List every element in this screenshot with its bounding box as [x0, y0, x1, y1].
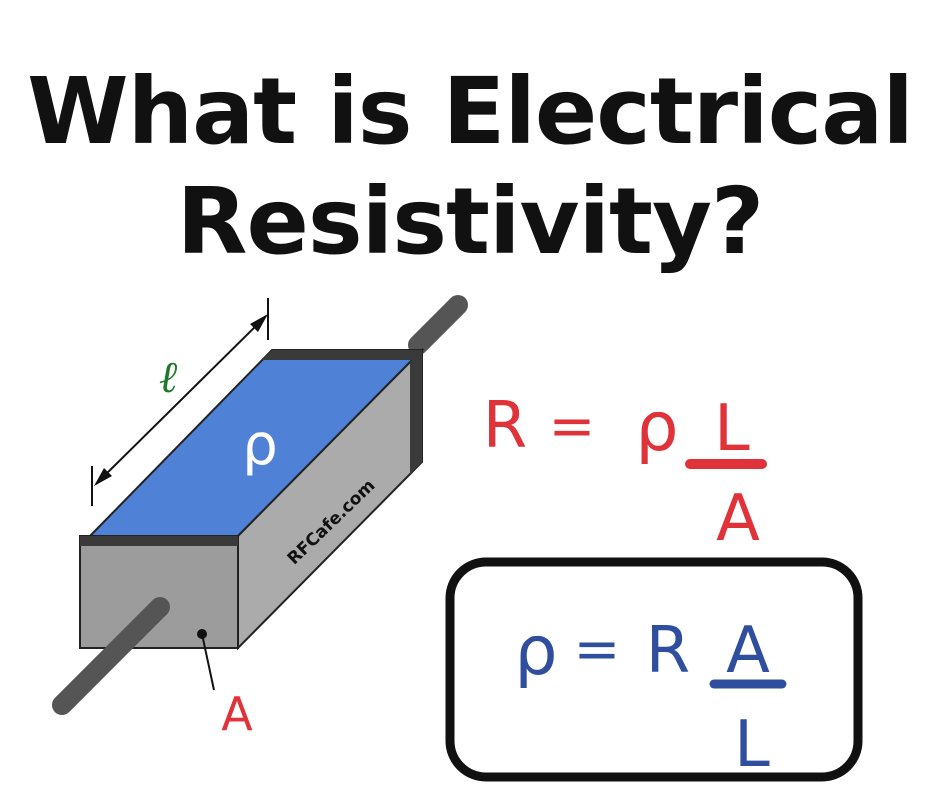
formula-r-numerator: L — [714, 392, 750, 466]
formula-r-rho: ρ — [635, 388, 678, 467]
area-label: A — [221, 687, 253, 741]
page-title-line-2: Resistivity? — [176, 168, 765, 275]
bar-end-band — [410, 350, 422, 474]
bar-top-end-band — [262, 350, 422, 360]
formula-r-equals: = — [549, 394, 596, 459]
formula-r-lhs: R — [483, 389, 527, 463]
rod-front — [52, 597, 170, 715]
formula-rho-equals: = — [574, 617, 621, 682]
length-arrow-top — [250, 314, 268, 332]
rho-label: ρ — [242, 413, 278, 478]
formula-rho-numerator: A — [726, 614, 770, 688]
formula-rho-denominator: L — [734, 708, 770, 782]
length-arrow-bottom — [94, 468, 112, 486]
length-label: ℓ — [159, 352, 178, 403]
formula-rho-box — [445, 557, 863, 782]
bar-front-face — [79, 535, 239, 649]
length-dimension-line — [95, 315, 267, 485]
formula-rho-r: R — [646, 614, 690, 688]
area-pointer-line — [201, 633, 215, 691]
formula-r-denominator: A — [716, 482, 760, 556]
bar-front-band — [80, 536, 238, 546]
page-title-line-1: What is Electrical — [27, 58, 914, 165]
rod-back — [408, 295, 468, 355]
formula-rho-lhs: ρ — [514, 612, 557, 691]
